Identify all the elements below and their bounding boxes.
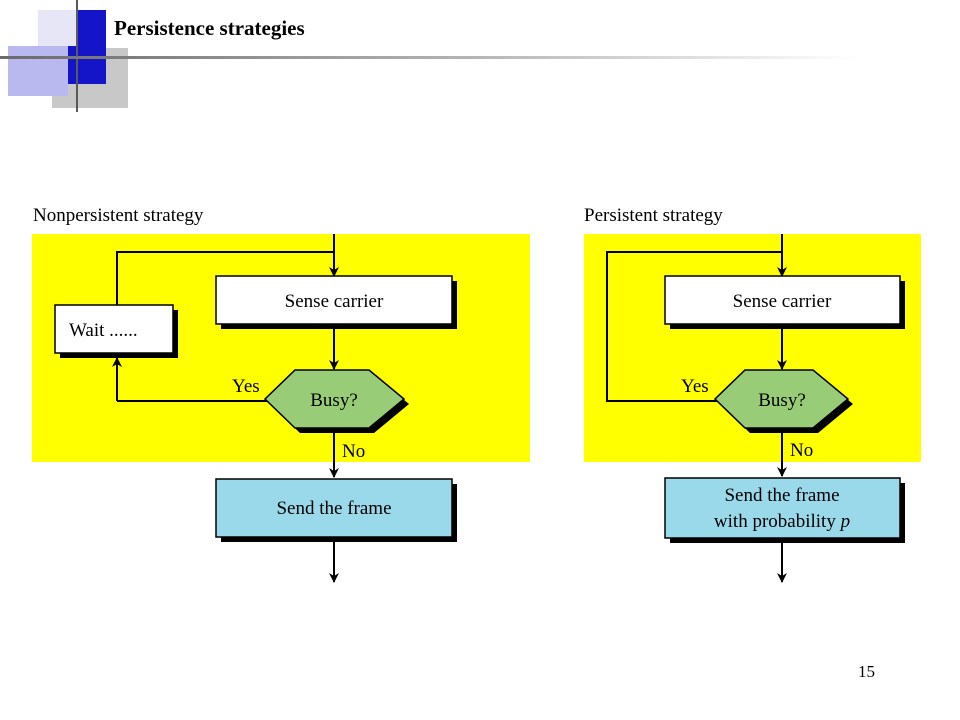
nonpersistent-heading: Nonpersistent strategy [33,205,204,226]
yes-label: Yes [232,376,260,397]
persistent-loop-line [606,251,782,402]
send-frame-label: Send the frame [276,498,391,519]
persistent-heading: Persistent strategy [584,205,723,226]
title-underline [0,56,860,59]
persistent-sense-label: Sense carrier [733,291,832,312]
busy-label: Busy? [310,390,358,411]
persistent-busy-label: Busy? [758,390,806,411]
persistent-flowchart: Persistent strategy Sense carrier Yes Bu… [584,205,921,583]
persistent-send-line1: Send the frame [724,485,839,506]
no-label: No [342,441,365,462]
nonpersistent-flowchart: Nonpersistent strategy Sense carrier Wai… [32,205,530,583]
persistent-yes-label: Yes [681,376,709,397]
wait-box [54,304,174,354]
send-frame-box [215,478,453,538]
persistent-busy-decision [713,369,850,429]
sense-carrier-box [215,275,453,325]
decor-square-lightblue [8,46,68,96]
persistent-send-line2-var: p [839,511,851,532]
sense-carrier-label: Sense carrier [285,291,384,312]
persistent-no-label: No [790,440,813,461]
busy-decision [263,369,406,429]
page-number: 15 [858,662,875,681]
persistent-send-line2-prefix: with probability [714,511,841,532]
wait-label: Wait ...... [69,320,138,341]
persistent-send-line2: with probability p [714,511,850,532]
persistent-send-box [664,477,901,539]
slide-title: Persistence strategies [114,16,305,40]
persistent-sense-box [664,275,901,325]
decor-square-pale [38,10,76,46]
